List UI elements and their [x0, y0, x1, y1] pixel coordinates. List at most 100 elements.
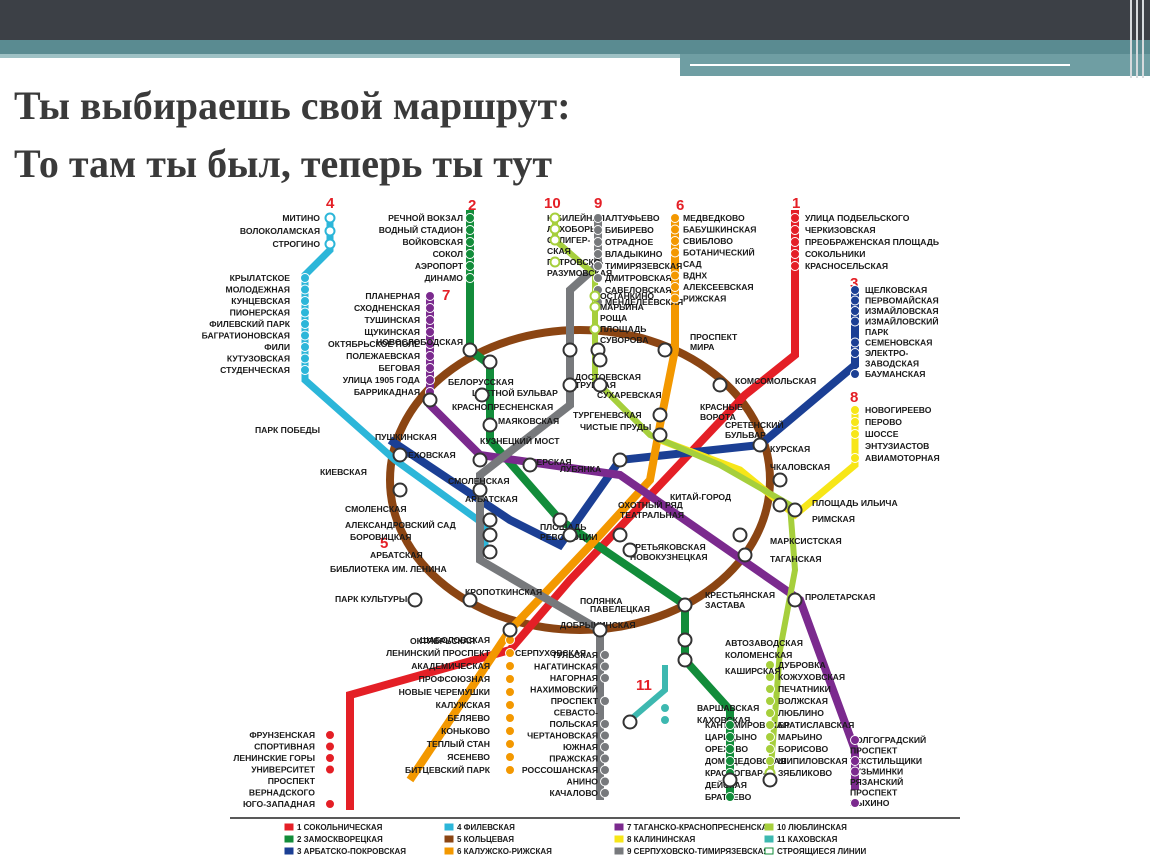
station-center-56: КАШИРСКАЯ	[725, 666, 781, 676]
station-l6_south-2: АКАДЕМИЧЕСКАЯ	[411, 661, 490, 671]
station-l6_north-2-dot	[670, 236, 680, 246]
station-l6_south-0: ШАБОЛОВСКАЯ	[420, 635, 490, 645]
decor-line	[1136, 0, 1138, 78]
station-l9_south-6-dot	[600, 719, 610, 729]
station-l1_north-3-dot	[790, 249, 800, 259]
station-l4_west-1-dot	[300, 284, 310, 295]
station-l7_south-0: ВОЛГОГРАДСКИЙ	[850, 734, 926, 745]
station-l1_north-2: ПРЕОБРАЖЕНСКАЯ ПЛОЩАДЬ	[805, 237, 939, 247]
station-center-39: НОВОКУЗНЕЦКАЯ	[630, 552, 708, 562]
station-center-23: ЛУБЯНКА	[560, 464, 601, 474]
station-l3_east-6-dot	[850, 348, 860, 358]
station-l2_north-0-dot	[465, 213, 475, 223]
station-l9_north-5: ДМИТРОВСКАЯ	[605, 273, 672, 283]
station-l6_south-1-dot	[505, 648, 515, 658]
line-9-track	[476, 215, 604, 800]
station-l9_south-5: СЕВАСТО-	[554, 708, 598, 718]
station-center-43: БИБЛИОТЕКА ИМ. ЛЕНИНА	[330, 564, 447, 574]
station-l7_south-2: ТЕКСТИЛЬЩИКИ	[850, 756, 922, 766]
station-l6_north-7-dot	[670, 293, 680, 304]
station-center-55: КОЛОМЕНСКАЯ	[725, 650, 792, 660]
station-l2_south-4: КРАСНОГВАР-	[705, 768, 766, 778]
station-l11-0-dot	[660, 703, 670, 713]
line-number-1: 1	[792, 195, 800, 212]
station-l8_east-4-dot	[850, 453, 860, 463]
station-l4_west-5-dot	[300, 330, 310, 341]
station-l1_south-3: УНИВЕРСИТЕТ	[251, 765, 316, 775]
station-l8_east-1: ПЕРОВО	[865, 417, 902, 427]
transfer-hub-20	[392, 482, 408, 498]
station-center-29: ОХОТНЫЙ РЯД	[618, 499, 683, 510]
station-l7_north-4-dot	[425, 339, 435, 349]
station-center-8: КОМСОМОЛЬСКАЯ	[735, 376, 816, 386]
station-l3_east-6: ЭЛЕКТРО-	[865, 348, 909, 358]
station-l6_south-9-dot	[505, 752, 515, 762]
station-l9_north-2-dot	[593, 237, 603, 247]
station-l9_south-1: НАГАТИНСКАЯ	[534, 662, 598, 672]
station-l9_south-7-dot	[600, 730, 610, 741]
station-l2_south-3-dot	[725, 756, 735, 766]
station-center-32: СМОЛЕНСКАЯ	[345, 504, 407, 514]
station-center-31: ПЛОЩАДЬ ИЛЬИЧА	[812, 498, 898, 508]
station-l6_north-2: СВИБЛОВО	[683, 236, 733, 246]
station-l10_north-0: ЮБИЛЕЙНАЯ	[547, 212, 605, 223]
station-l6_north-6-dot	[670, 282, 680, 292]
station-l4_north-2-dot	[324, 238, 336, 250]
station-l9_north-6: САВЕЛОВСКАЯ	[605, 285, 672, 295]
station-center-49: ЗАСТАВА	[705, 600, 745, 610]
transfer-hub-24	[482, 544, 498, 560]
station-l7_south-3-dot	[850, 766, 860, 777]
station-l7_south-4: РЯЗАНСКИЙ	[850, 776, 903, 787]
line-number-11: 11	[636, 677, 652, 694]
station-l10_mid-2: РОЩА	[600, 313, 627, 323]
station-l4_west-5: БАГРАТИОНОВСКАЯ	[202, 331, 290, 341]
station-l10_south-3-dot	[765, 696, 775, 706]
station-l1_south-3-dot	[325, 764, 335, 775]
station-l7_south-5: ПРОСПЕКТ	[850, 788, 898, 798]
station-l1_north-0: УЛИЦА ПОДБЕЛЬСКОГО	[805, 213, 910, 223]
station-l3_east-0-dot	[850, 285, 860, 295]
transfer-hub-23	[482, 527, 498, 543]
station-l2_north-5-dot	[465, 273, 475, 283]
station-l7_north-7-dot	[425, 375, 435, 385]
legend-swatch-5	[444, 847, 454, 855]
station-l8_east-2-dot	[850, 429, 860, 439]
station-l7_north-5: ПОЛЕЖАЕВСКАЯ	[346, 351, 420, 361]
legend-label-1: 2 ЗАМОСКВОРЕЦКАЯ	[297, 835, 383, 844]
station-l6_north-1-dot	[670, 224, 680, 235]
station-center-1: ДОСТОЕВСКАЯ	[575, 372, 641, 382]
transfer-hub-4	[592, 352, 608, 368]
station-l7_north-0-dot	[425, 291, 435, 301]
station-l6_south-5: КАЛУЖСКАЯ	[436, 700, 490, 710]
slide-title-line-1: Ты выбираешь свой маршрут:	[14, 83, 571, 128]
station-l6_north-5: ВДНХ	[683, 271, 707, 281]
station-l3_east-1: ПЕРВОМАЙСКАЯ	[865, 295, 939, 306]
legend-label-10: 11 КАХОВСКАЯ	[777, 835, 838, 844]
station-l6_north-7: РИЖСКАЯ	[683, 294, 726, 304]
station-center-42: ТАГАНСКАЯ	[770, 554, 822, 564]
station-center-45: ПАРК КУЛЬТУРЫ	[335, 594, 407, 604]
transfer-hub-2	[562, 342, 578, 358]
transfer-hub-40	[677, 652, 693, 668]
station-l10_south-4-dot	[765, 708, 775, 718]
station-l3_east-5-dot	[850, 337, 860, 348]
legend-label-6: 7 ТАГАНСКО-КРАСНОПРЕСНЕНСКАЯ	[627, 823, 773, 832]
station-l1_south-0: ФРУНЗЕНСКАЯ	[249, 730, 315, 740]
transfer-hub-38	[677, 597, 693, 613]
station-l2_south-0-dot	[725, 720, 735, 730]
line-number-5: 5	[380, 535, 388, 552]
station-l9_south-10-dot	[600, 765, 610, 775]
station-l4_north-2: СТРОГИНО	[273, 239, 321, 249]
station-center-4: БЕЛОРУССКАЯ	[448, 377, 514, 387]
station-l6_south-3: ПРОФСОЮЗНАЯ	[419, 674, 490, 684]
station-l4_west-4-dot	[300, 319, 310, 329]
station-l9_south-2-dot	[600, 673, 610, 683]
transfer-hub-37	[592, 622, 608, 638]
transfer-hub-34	[407, 592, 423, 608]
legend-swatch-3	[444, 823, 454, 831]
station-l1_south-0-dot	[325, 730, 335, 740]
legend-swatch-1	[284, 835, 294, 843]
station-l6_south-2-dot	[505, 661, 515, 671]
station-l10_south-1: КОЖУХОВСКАЯ	[778, 672, 845, 682]
station-l10_north-1: ЛИХОБОРЫ	[547, 224, 598, 234]
